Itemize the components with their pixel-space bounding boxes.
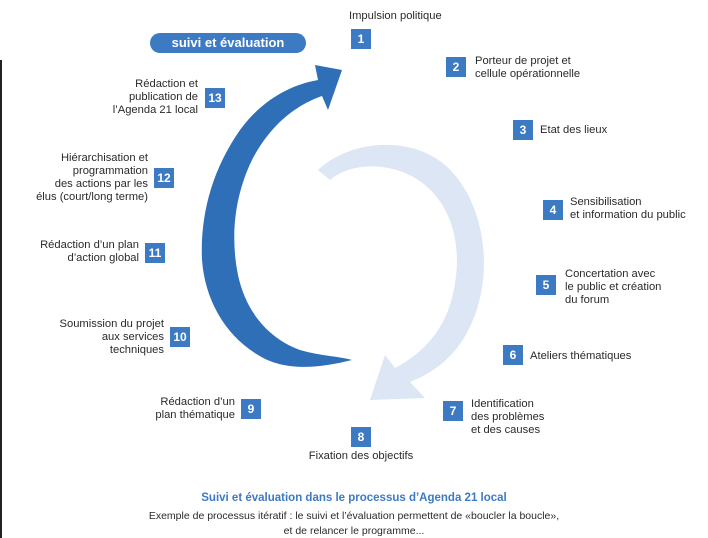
step-2-badge: 2	[446, 57, 466, 77]
step-4-badge: 4	[543, 200, 563, 220]
step-7-badge: 7	[443, 401, 463, 421]
step-8-label: Fixation des objectifs	[308, 450, 414, 462]
step-11-label: Rédaction d’un plan d’action global	[40, 239, 139, 264]
step-4-label: Sensibilisation et information du public	[570, 196, 686, 221]
caption-line-2: et de relancer le programme...	[283, 525, 425, 537]
step-9-badge: 9	[241, 399, 261, 419]
step-10-label: Soumission du projet aux services techni…	[59, 318, 164, 356]
step-13-badge: 13	[205, 88, 225, 108]
caption-title: Suivi et évaluation dans le processus d’…	[201, 492, 507, 504]
caption-line-1: Exemple de processus itératif : le suivi…	[148, 510, 560, 522]
step-1-badge: 1	[351, 29, 371, 49]
step-12-label: Hiérarchisation et programmation des act…	[36, 152, 148, 203]
step-6-badge: 6	[503, 345, 523, 365]
step-3-badge: 3	[513, 120, 533, 140]
step-7-label: Identification des problèmes et des caus…	[471, 398, 545, 436]
step-12-badge: 12	[154, 168, 174, 188]
light-cycle-arrow	[318, 144, 484, 400]
step-11-badge: 11	[145, 243, 165, 263]
step-6-label: Ateliers thématiques	[530, 350, 632, 362]
step-8-badge: 8	[351, 427, 371, 447]
step-5-label: Concertation avec le public et création …	[565, 268, 662, 306]
step-5-badge: 5	[536, 275, 556, 295]
step-1-label: Impulsion politique	[349, 10, 442, 22]
step-13-label: Rédaction et publication de l’Agenda 21 …	[112, 78, 198, 116]
step-2-label: Porteur de projet et cellule opérationne…	[475, 55, 581, 80]
left-border-line	[0, 60, 2, 538]
step-3-label: Etat des lieux	[540, 124, 608, 136]
step-10-badge: 10	[170, 327, 190, 347]
suivi-evaluation-pill: suivi et évaluation	[150, 33, 306, 53]
step-9-label: Rédaction d’un plan thématique	[155, 396, 235, 421]
dark-cycle-arrow	[201, 65, 352, 367]
